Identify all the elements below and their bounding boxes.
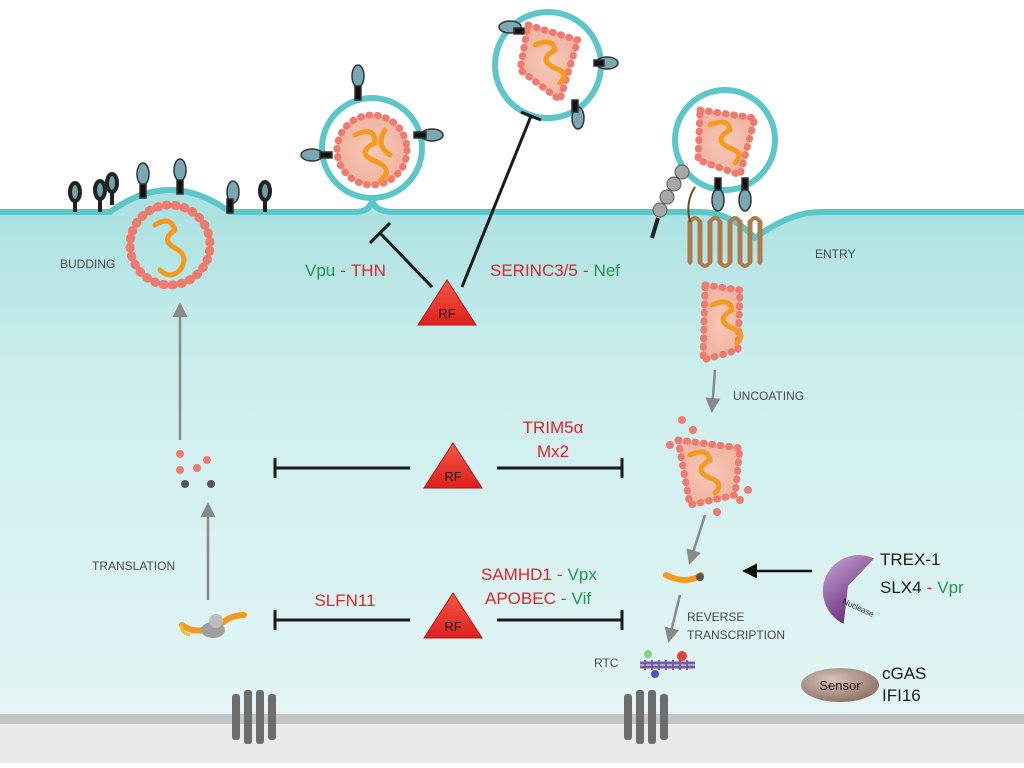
nuclear-envelope: [0, 714, 1024, 724]
factor-samhd1-vpx: SAMHD1-Vpx: [481, 565, 597, 584]
factor-ifi16: IFI16: [882, 686, 921, 705]
pathway-arrows: [172, 302, 721, 643]
label-budding: BUDDING: [60, 257, 115, 271]
entering-virion: [650, 87, 778, 268]
rf-badge-top: RF: [417, 279, 477, 326]
nuclear-pore-right: [624, 690, 668, 744]
nucleus: [0, 724, 1024, 763]
viral-rna-rt: [663, 572, 704, 583]
cytoplasm: [0, 190, 1024, 722]
svg-text:RF: RF: [438, 306, 455, 321]
budding-virion: [125, 158, 240, 290]
factor-mx2: Mx2: [537, 442, 569, 461]
factor-serinc-nef: SERINC3/5-Nef: [490, 261, 620, 280]
tethered-virion: [300, 64, 444, 201]
rf-badge-middle: RF: [423, 442, 483, 489]
sensor-icon: Sensor: [801, 668, 879, 702]
inhibition-lines: [273, 110, 624, 630]
label-translation: TRANSLATION: [92, 559, 175, 573]
viral-proteins: [176, 450, 215, 488]
factor-slx4-vpr: SLX4-Vpr: [880, 578, 964, 597]
label-uncoating: UNCOATING: [733, 389, 804, 403]
uncoating-core: [666, 416, 752, 516]
factor-trim5a: TRIM5α: [523, 418, 584, 437]
svg-text:Sensor: Sensor: [819, 678, 861, 693]
membrane-receptors: [68, 172, 272, 212]
rtc-complex: [640, 650, 695, 678]
factor-cgas: cGAS: [882, 664, 926, 683]
factor-trex1: TREX-1: [880, 550, 940, 569]
factor-slfn11: SLFN11: [314, 591, 375, 610]
svg-text:RF: RF: [444, 619, 461, 634]
label-transcription: TRANSCRIPTION: [687, 628, 785, 642]
released-virion: [492, 9, 619, 130]
label-entry: ENTRY: [815, 247, 855, 261]
label-rtc: RTC: [594, 656, 619, 670]
label-reverse: REVERSE: [687, 610, 744, 624]
viral-core: [699, 281, 744, 364]
svg-text:RF: RF: [444, 469, 461, 484]
factor-apobec-vif: APOBEC-Vif: [485, 589, 591, 608]
nuclear-pore-left: [232, 690, 276, 744]
rf-badge-bottom: RF: [423, 592, 483, 639]
ribosome-translation: [179, 612, 247, 638]
factor-vpu-thn: Vpu-THN: [305, 261, 386, 280]
